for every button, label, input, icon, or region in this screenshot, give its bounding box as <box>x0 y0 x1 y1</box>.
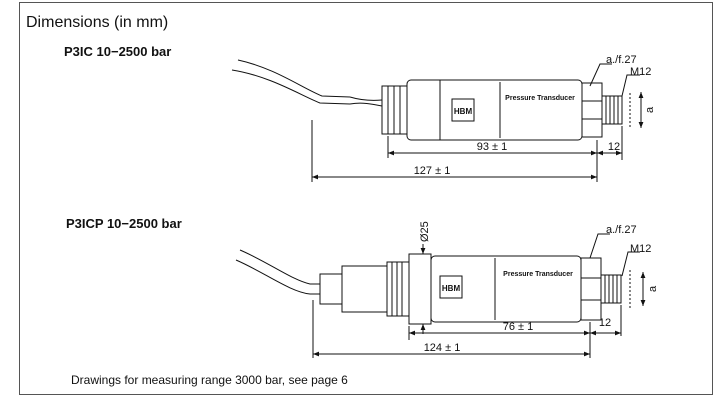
drawing-p3icp <box>235 233 646 358</box>
callout-thread-p3ic: M12 <box>630 66 651 78</box>
hex-nut <box>580 257 602 321</box>
dim-total-p3icp: 124 ± 1 <box>424 342 461 354</box>
footnote: Drawings for measuring range 3000 bar, s… <box>71 373 348 387</box>
heading-p3icp: P3ICP 10−2500 bar <box>66 216 182 231</box>
product-label-p3icp: Pressure Transducer <box>503 271 573 278</box>
cable <box>231 69 351 105</box>
connector-plug <box>319 273 343 305</box>
dim-body-p3ic: 93 ± 1 <box>477 141 508 153</box>
figure-title: Dimensions (in mm) <box>26 14 169 31</box>
dim-body-p3icp: 76 ± 1 <box>503 321 534 333</box>
logo-text-p3ic: HBM <box>454 107 473 116</box>
logo-text-p3icp: HBM <box>442 284 461 293</box>
product-label-p3ic: Pressure Transducer <box>505 95 575 102</box>
thread <box>600 274 622 304</box>
dim-thread-p3ic: 12 <box>608 141 620 153</box>
dim-total-p3ic: 127 ± 1 <box>414 165 451 177</box>
callout-a-p3icp: a <box>647 285 659 292</box>
hex-nut <box>581 82 603 138</box>
dim-thread-p3icp: 12 <box>599 317 611 329</box>
sensor-body <box>406 79 583 141</box>
drawing-p3ic <box>231 59 644 182</box>
callout-a-p3ic: a <box>644 106 656 113</box>
knurled-nut <box>386 261 410 317</box>
cable <box>239 249 320 285</box>
callout-af-p3icp: a./f.27 <box>606 224 637 236</box>
callout-af-p3ic: a./f.27 <box>606 54 637 66</box>
sensor-body <box>408 253 432 325</box>
logo-box <box>451 98 475 122</box>
dim-diameter-p3icp: Ø25 <box>419 221 431 242</box>
heading-p3ic: P3IC 10−2500 bar <box>64 44 172 59</box>
callout-thread-p3icp: M12 <box>630 243 651 255</box>
logo-box <box>439 275 463 299</box>
figure-frame <box>19 2 713 395</box>
thread <box>601 95 623 125</box>
